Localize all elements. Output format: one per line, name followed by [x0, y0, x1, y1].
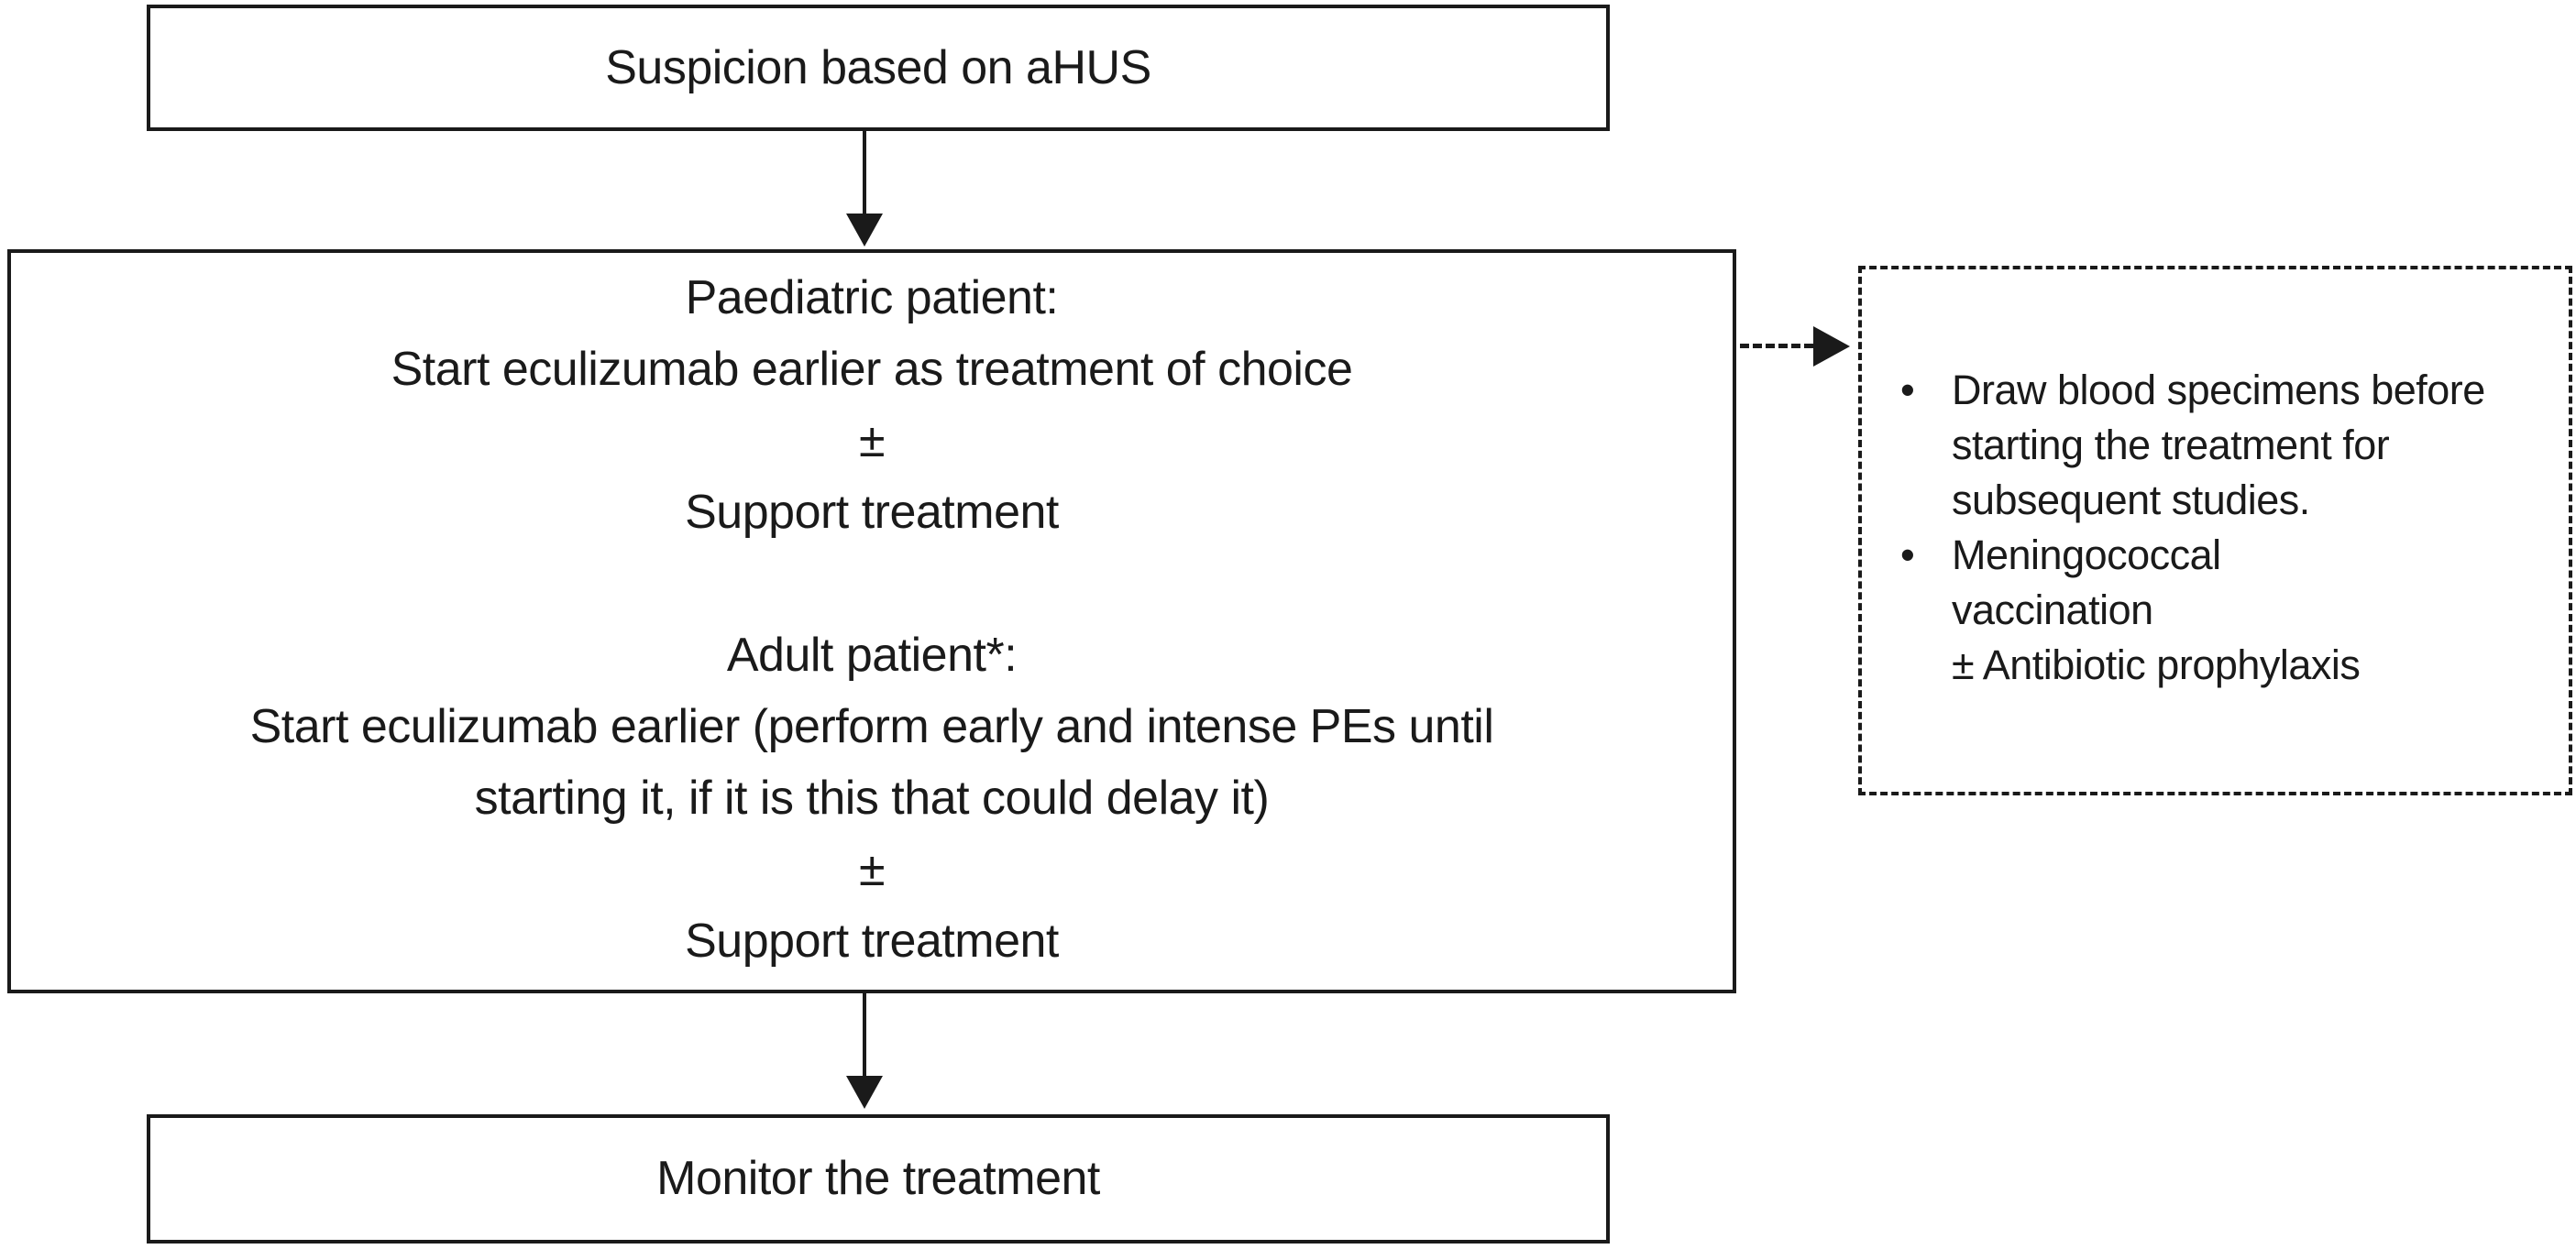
down-arrowhead-icon-2	[846, 1076, 883, 1109]
treatment-line: ±	[858, 843, 886, 896]
side-note-text: Meningococcal	[1952, 531, 2221, 578]
down-arrow-line-1	[863, 131, 866, 215]
treatment-node: Paediatric patient: Start eculizumab ear…	[7, 249, 1736, 993]
treatment-line: ±	[858, 414, 886, 467]
treatment-line: Start eculizumab earlier as treatment of…	[391, 343, 1353, 396]
side-note-line: • Meningococcal	[1900, 528, 2550, 583]
suspicion-node: Suspicion based on aHUS	[147, 5, 1610, 131]
side-note-line: • Draw blood specimens before	[1900, 363, 2550, 418]
bullet-spacer	[1900, 473, 1952, 528]
side-note-line: starting the treatment for	[1900, 418, 2550, 473]
bullet-icon: •	[1900, 531, 1915, 578]
side-note-line: ± Antibiotic prophylaxis	[1900, 638, 2550, 693]
monitor-node: Monitor the treatment	[147, 1114, 1610, 1244]
suspicion-node-label: Suspicion based on aHUS	[605, 40, 1151, 94]
dashed-arrowhead-icon	[1813, 326, 1850, 367]
monitor-node-label: Monitor the treatment	[656, 1152, 1100, 1206]
side-note-line: vaccination	[1900, 583, 2550, 638]
bullet-spacer	[1900, 638, 1952, 693]
side-note-text: subsequent studies.	[1952, 477, 2310, 523]
bullet-spacer	[1900, 418, 1952, 473]
treatment-line: Start eculizumab earlier (perform early …	[249, 700, 1494, 753]
treatment-line: Adult patient*:	[726, 629, 1018, 682]
down-arrow-line-2	[863, 993, 866, 1078]
side-note-node: • Draw blood specimens before starting t…	[1858, 266, 2572, 795]
bullet-icon: •	[1900, 367, 1915, 413]
dashed-arrow-line	[1740, 344, 1813, 348]
treatment-line: Support treatment	[685, 915, 1059, 968]
bullet-spacer	[1900, 583, 1952, 638]
treatment-line: Support treatment	[685, 486, 1059, 539]
side-note-text: Draw blood specimens before	[1952, 367, 2485, 413]
treatment-line-spacer	[11, 548, 1733, 619]
side-note-text: vaccination	[1952, 586, 2153, 633]
treatment-line: Paediatric patient:	[685, 271, 1059, 324]
down-arrowhead-icon-1	[846, 214, 883, 247]
side-note-line: subsequent studies.	[1900, 473, 2550, 528]
side-note-text: ± Antibiotic prophylaxis	[1952, 641, 2361, 688]
side-note-text: starting the treatment for	[1952, 422, 2390, 468]
treatment-line: starting it, if it is this that could de…	[474, 772, 1270, 825]
